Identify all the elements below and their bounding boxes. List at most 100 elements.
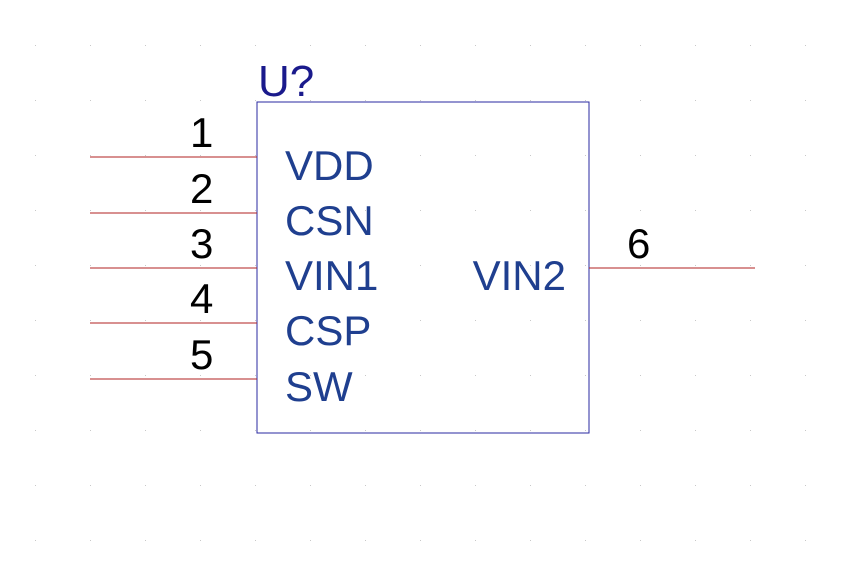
grid-dot: [35, 320, 36, 321]
grid-dot: [805, 320, 806, 321]
pin-3-number: 3: [190, 220, 213, 267]
grid-dot: [530, 540, 531, 541]
grid-dot: [695, 320, 696, 321]
grid-dot: [145, 540, 146, 541]
grid-dot: [420, 375, 421, 376]
grid-dot: [475, 375, 476, 376]
grid-dot: [145, 155, 146, 156]
grid-dot: [585, 485, 586, 486]
grid-dot: [90, 265, 91, 266]
grid-dot: [530, 320, 531, 321]
grid-dot: [640, 540, 641, 541]
grid-dot: [200, 320, 201, 321]
grid-dot: [35, 540, 36, 541]
grid-dot: [365, 375, 366, 376]
grid-dot: [365, 100, 366, 101]
pin-1[interactable]: 1 VDD: [90, 109, 374, 189]
grid-dot: [695, 155, 696, 156]
grid-dot: [805, 265, 806, 266]
grid-dot: [200, 430, 201, 431]
grid-dot: [145, 485, 146, 486]
grid-dot: [255, 320, 256, 321]
grid-dot: [585, 375, 586, 376]
pin-4-number: 4: [190, 275, 213, 322]
grid-dot: [640, 45, 641, 46]
grid-dot: [420, 45, 421, 46]
grid-dot: [530, 375, 531, 376]
grid-dot: [420, 320, 421, 321]
grid-dot: [750, 45, 751, 46]
grid-dot: [255, 485, 256, 486]
grid-dot: [35, 265, 36, 266]
pin-6[interactable]: 6 VIN2: [473, 220, 755, 299]
grid-dot: [695, 45, 696, 46]
pin-4[interactable]: 4 CSP: [90, 275, 371, 354]
grid-dot: [530, 155, 531, 156]
grid-dot: [310, 155, 311, 156]
grid-dot: [145, 430, 146, 431]
grid-dot: [200, 100, 201, 101]
grid-dot: [530, 45, 531, 46]
grid-dot: [255, 45, 256, 46]
pin-2[interactable]: 2 CSN: [90, 165, 374, 244]
grid-dot: [200, 210, 201, 211]
grid-dot: [200, 155, 201, 156]
grid-dot: [365, 265, 366, 266]
grid-dot: [200, 265, 201, 266]
grid-dot: [530, 100, 531, 101]
pin-3[interactable]: 3 VIN1: [90, 220, 378, 299]
pin-2-number: 2: [190, 165, 213, 212]
grid-dot: [695, 485, 696, 486]
grid-dot: [695, 375, 696, 376]
grid-dot: [420, 210, 421, 211]
grid-dot: [90, 100, 91, 101]
grid-dot: [640, 210, 641, 211]
grid-dot: [310, 320, 311, 321]
grid-dot: [805, 100, 806, 101]
grid-dot: [750, 540, 751, 541]
grid-dot: [310, 485, 311, 486]
grid-dot: [420, 540, 421, 541]
grid-dot: [420, 100, 421, 101]
pin-6-number: 6: [627, 220, 650, 267]
grid-dot: [475, 155, 476, 156]
grid-dot: [640, 155, 641, 156]
grid-dot: [145, 100, 146, 101]
grid-dots: [35, 45, 806, 541]
grid-dot: [475, 265, 476, 266]
grid-dot: [35, 485, 36, 486]
grid-dot: [90, 320, 91, 321]
grid-dot: [805, 430, 806, 431]
grid-dot: [145, 375, 146, 376]
grid-dot: [365, 320, 366, 321]
grid-dot: [310, 430, 311, 431]
pin-3-name: VIN1: [285, 252, 378, 299]
grid-dot: [365, 45, 366, 46]
grid-dot: [200, 45, 201, 46]
grid-dot: [90, 430, 91, 431]
grid-dot: [640, 485, 641, 486]
grid-dot: [750, 375, 751, 376]
grid-dot: [585, 430, 586, 431]
grid-dot: [420, 485, 421, 486]
grid-dot: [310, 210, 311, 211]
grid-dot: [695, 540, 696, 541]
grid-dot: [255, 100, 256, 101]
grid-dot: [585, 210, 586, 211]
component-designator[interactable]: U?: [258, 57, 314, 106]
grid-dot: [805, 540, 806, 541]
pin-5-number: 5: [190, 331, 213, 378]
grid-dot: [255, 155, 256, 156]
grid-dot: [310, 100, 311, 101]
grid-dot: [255, 375, 256, 376]
grid-dot: [695, 265, 696, 266]
grid-dot: [310, 265, 311, 266]
grid-dot: [35, 375, 36, 376]
pin-5[interactable]: 5 SW: [90, 331, 353, 410]
grid-dot: [200, 485, 201, 486]
grid-dot: [640, 265, 641, 266]
pin-4-name: CSP: [285, 307, 371, 354]
grid-dot: [145, 45, 146, 46]
grid-dot: [35, 430, 36, 431]
grid-dot: [585, 320, 586, 321]
